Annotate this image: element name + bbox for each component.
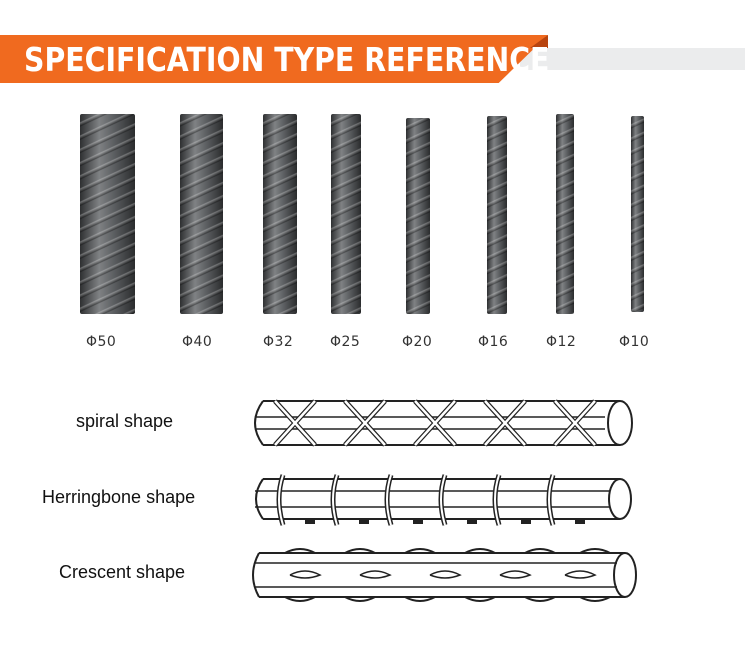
banner (0, 35, 548, 83)
rebar-photo-32 (263, 114, 297, 314)
diameter-label-12: Φ12 (546, 334, 577, 350)
banner-title: SPECIFICATION TYPE REFERENCE (24, 40, 550, 79)
herringbone-shape-label: Herringbone shape (42, 487, 196, 507)
diameter-label-50: Φ50 (86, 334, 117, 350)
rebar-photo-16 (487, 116, 507, 314)
diameter-label-25: Φ25 (330, 334, 361, 350)
rebar-photo-40 (180, 114, 223, 314)
diameter-label-32: Φ32 (263, 334, 294, 350)
spiral-shape-label: spiral shape (76, 411, 174, 431)
banner-background-strip (520, 48, 745, 70)
rebar-photo-10 (631, 116, 644, 312)
rebar-photo-20 (406, 118, 430, 314)
rebar-photo-50 (80, 114, 135, 314)
diameter-label-16: Φ16 (478, 334, 509, 350)
rebar-photo-25 (331, 114, 361, 314)
banner-fold-corner (530, 35, 548, 48)
diameter-label-40: Φ40 (182, 334, 213, 350)
crescent-rebar-drawing (252, 548, 637, 602)
herringbone-rebar-drawing (255, 474, 632, 526)
crescent-shape-label: Crescent shape (59, 562, 186, 582)
diameter-label-10: Φ10 (619, 334, 650, 350)
rebar-photo-12 (556, 114, 574, 314)
diameter-label-20: Φ20 (402, 334, 433, 350)
spiral-rebar-drawing (254, 399, 633, 447)
